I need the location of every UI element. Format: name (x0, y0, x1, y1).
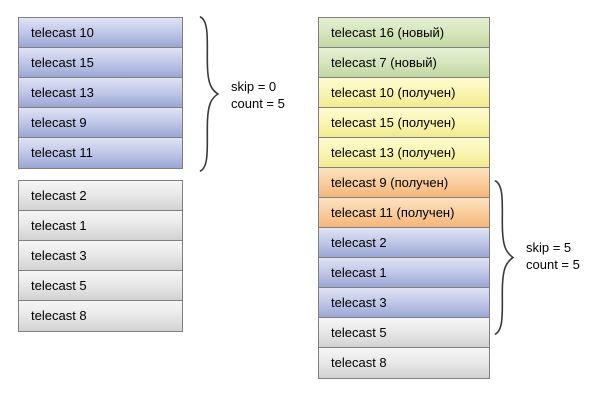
list-item[interactable]: telecast 1 (319, 258, 489, 288)
list-item[interactable]: telecast 8 (319, 348, 489, 378)
list-item[interactable]: telecast 8 (19, 301, 182, 331)
list-item[interactable]: telecast 15 (19, 48, 182, 78)
brace-bottom (493, 180, 519, 335)
list-item[interactable]: telecast 5 (319, 318, 489, 348)
list-item[interactable]: telecast 9 (получен) (319, 168, 489, 198)
list-item[interactable]: telecast 15 (получен) (319, 108, 489, 138)
annotation-skip-label: skip = 0 (231, 79, 277, 94)
annotation-first-page: skip = 0 count = 5 (231, 78, 285, 112)
annotation-count-label: count = 5 (526, 257, 580, 272)
list-item[interactable]: telecast 1 (19, 211, 182, 241)
list-item[interactable]: telecast 10 (19, 18, 182, 48)
list-item[interactable]: telecast 10 (получен) (319, 78, 489, 108)
list-item[interactable]: telecast 11 (19, 138, 182, 168)
list-item[interactable]: telecast 2 (319, 228, 489, 258)
list-item[interactable]: telecast 2 (19, 181, 182, 211)
list-item[interactable]: telecast 5 (19, 271, 182, 301)
list-item[interactable]: telecast 16 (новый) (319, 18, 489, 48)
list-item[interactable]: telecast 3 (19, 241, 182, 271)
updated-list-stack: telecast 16 (новый)telecast 7 (новый)tel… (318, 17, 490, 379)
list-item[interactable]: telecast 7 (новый) (319, 48, 489, 78)
annotation-count-label: count = 5 (231, 96, 285, 111)
list-item[interactable]: telecast 13 (получен) (319, 138, 489, 168)
list-item[interactable]: telecast 3 (319, 288, 489, 318)
list-item[interactable]: telecast 9 (19, 108, 182, 138)
annotation-skip-label: skip = 5 (526, 240, 572, 255)
list-item[interactable]: telecast 11 (получен) (319, 198, 489, 228)
list-item[interactable]: telecast 13 (19, 78, 182, 108)
annotation-second-page: skip = 5 count = 5 (526, 239, 580, 273)
brace-top (198, 16, 224, 172)
